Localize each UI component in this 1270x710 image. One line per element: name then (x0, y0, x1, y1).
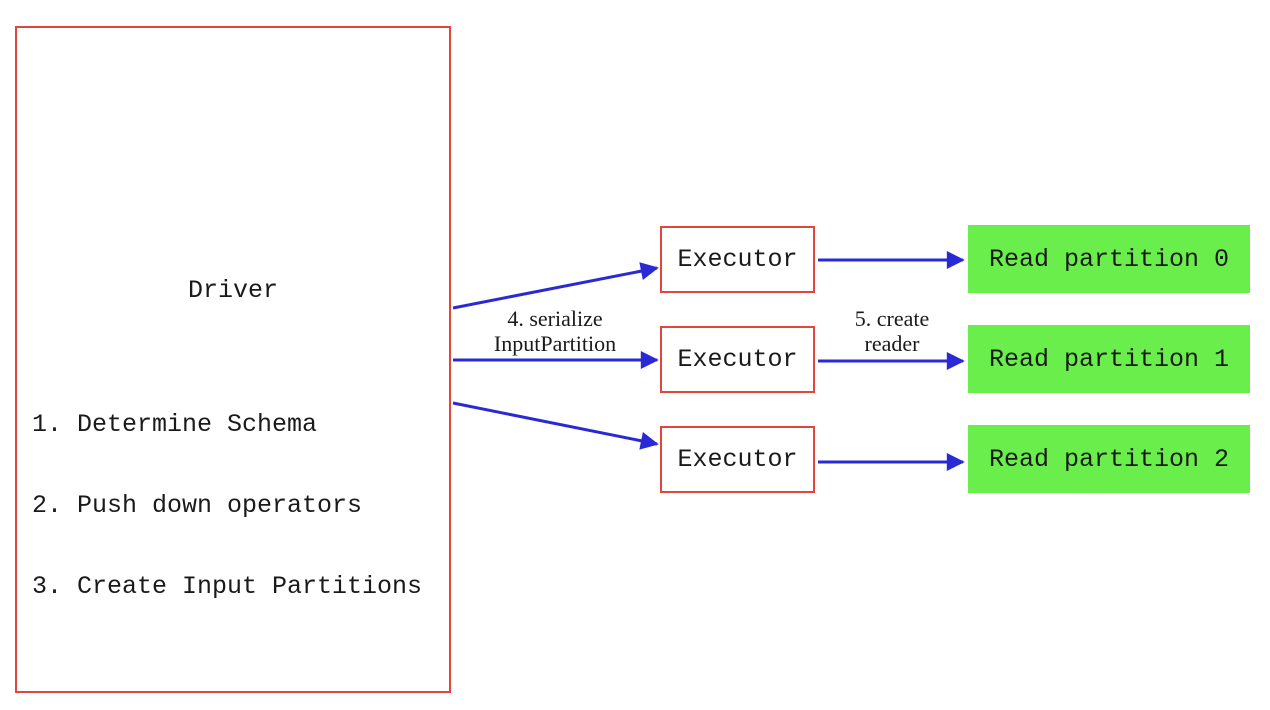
label-serialize-line-2: InputPartition (493, 331, 617, 356)
driver-steps: 1. Determine Schema 2. Push down operato… (32, 357, 422, 654)
label-create-reader: 5. create reader (822, 306, 962, 356)
read-partition-0-box: Read partition 0 (968, 225, 1250, 293)
label-create-reader-line-2: reader (864, 331, 920, 356)
label-create-reader-line-1: 5. create (854, 306, 930, 331)
executor-box-3: Executor (660, 426, 815, 493)
driver-step-2: 2. Push down operators (32, 491, 363, 520)
driver-step-3: 3. Create Input Partitions (32, 572, 423, 601)
label-serialize-inputpartition: 4. serialize InputPartition (455, 306, 655, 356)
driver-box: Driver 1. Determine Schema 2. Push down … (15, 26, 451, 693)
executor-box-1: Executor (660, 226, 815, 293)
read-partition-2-box: Read partition 2 (968, 425, 1250, 493)
label-serialize-line-1: 4. serialize (507, 306, 603, 331)
arrow-driver-to-executor-1 (452, 262, 659, 310)
arrow-driver-to-executor-3 (452, 401, 659, 450)
driver-title: Driver (187, 276, 278, 305)
read-partition-1-box: Read partition 1 (968, 325, 1250, 393)
executor-box-2: Executor (660, 326, 815, 393)
driver-step-1: 1. Determine Schema (32, 410, 318, 439)
